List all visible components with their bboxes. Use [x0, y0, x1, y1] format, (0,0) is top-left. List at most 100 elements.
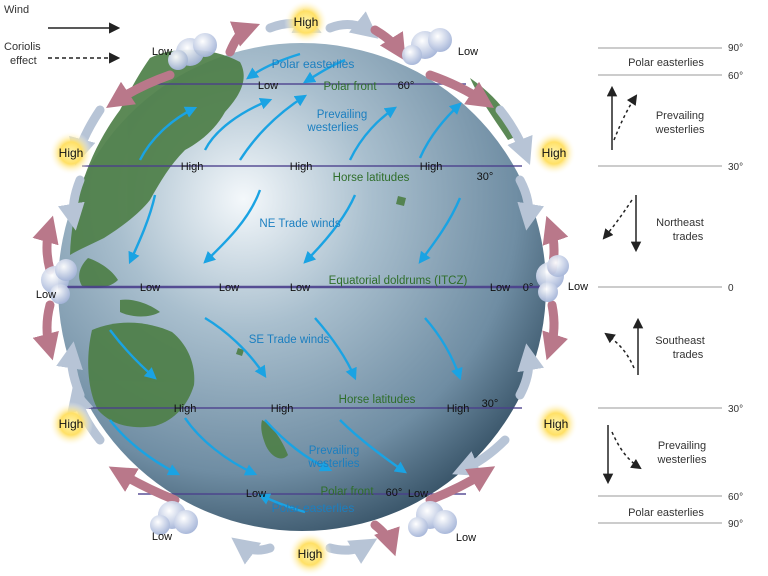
- sinking-air-arrow: [325, 11, 379, 39]
- sinking-air-arrow: [515, 343, 544, 400]
- low-label: Low: [152, 46, 172, 58]
- scale-tick-label: 60°: [728, 492, 743, 503]
- globe: Polar easterlies Polar front Prevailing …: [58, 43, 546, 531]
- high-pressure-sun: High: [532, 131, 576, 175]
- se-trade-arrow: [424, 317, 463, 381]
- sinking-air-arrow: [325, 538, 378, 564]
- polar-easterly-arrow: [257, 493, 306, 514]
- polar-front-north-label: Polar front: [323, 81, 377, 93]
- zone-label: Polar easterlies: [628, 507, 704, 519]
- low-label: Low: [490, 282, 510, 294]
- itcz-label: Equatorial doldrums (ITCZ): [329, 275, 468, 287]
- westerly-arrow: [339, 419, 407, 474]
- high-label: High: [271, 403, 294, 415]
- latitude-scale: 90° 60° 30° 0 30° 60° 90° Polar easterli…: [598, 43, 743, 530]
- low-pressure-cloud: Low: [152, 33, 217, 70]
- ne-trade-arrow: [128, 194, 157, 265]
- westerly-arrow: [348, 106, 397, 161]
- low-pressure-cloud: Low: [150, 501, 198, 543]
- zone-label: trades: [673, 349, 704, 361]
- asia-landmass: [70, 49, 244, 255]
- polar-easterlies-south-label: Polar easterlies: [272, 501, 355, 515]
- high-label: High: [420, 161, 443, 173]
- ne-trade-arrow: [303, 194, 357, 264]
- zone-label: westerlies: [657, 454, 707, 466]
- rising-air-arrow: [106, 70, 175, 108]
- zone-label: Prevailing: [656, 110, 704, 122]
- zone-label: Prevailing: [658, 440, 706, 452]
- coriolis-arrow: [611, 431, 642, 470]
- low-label: Low: [152, 531, 172, 543]
- low-pressure-cloud: Low: [536, 255, 588, 302]
- zone-label: trades: [673, 231, 704, 243]
- high-pressure-sun: High: [288, 532, 332, 576]
- legend: Wind Coriolis effect: [4, 4, 121, 67]
- low-label: Low: [456, 532, 476, 544]
- high-label: High: [59, 146, 84, 160]
- japan-island: [196, 92, 220, 138]
- rising-air-arrow: [425, 466, 496, 505]
- high-pressure-sun: High: [49, 131, 93, 175]
- legend-coriolis-label: Coriolis: [4, 41, 41, 53]
- se-trade-arrow: [204, 316, 267, 379]
- high-pressure-markers: High High High High High High: [49, 0, 578, 576]
- low-pressure-cloud: Low: [402, 28, 478, 65]
- low-label: Low: [458, 46, 478, 58]
- horse-latitudes-north-label: Horse latitudes: [333, 172, 410, 184]
- latitude-60-south-label: 60°: [386, 487, 403, 499]
- high-label: High: [447, 403, 470, 415]
- low-label: Low: [140, 282, 160, 294]
- prevailing-westerlies-south-label-2: westerlies: [307, 458, 359, 470]
- polar-front-south-label: Polar front: [320, 486, 374, 498]
- scale-tick-label: 30°: [728, 404, 743, 415]
- legend-coriolis-label-2: effect: [10, 55, 37, 67]
- westerly-arrow: [109, 419, 181, 476]
- prevailing-westerlies-north-label-2: westerlies: [306, 122, 358, 134]
- rising-air-arrow: [370, 520, 400, 557]
- coriolis-arrow: [613, 94, 638, 141]
- rising-air-arrow: [425, 70, 494, 108]
- scale-tick-label: 90°: [728, 519, 743, 530]
- se-trade-arrow: [314, 317, 357, 381]
- westerly-arrow: [238, 94, 308, 161]
- sinking-air-arrow: [231, 537, 275, 565]
- sinking-air-arrow: [56, 341, 85, 400]
- scale-tick-label: 0: [728, 283, 734, 294]
- low-label: Low: [258, 80, 278, 92]
- southeast-asia-islands: [79, 258, 160, 317]
- high-pressure-sun: High: [284, 0, 328, 44]
- high-pressure-sun: High: [49, 402, 93, 446]
- pressure-lines: [58, 83, 546, 495]
- scale-arrows: [602, 85, 644, 485]
- rising-air-arrow: [542, 300, 568, 361]
- westerly-arrow: [203, 97, 273, 151]
- se-trade-arrow: [109, 329, 157, 380]
- low-label: Low: [408, 488, 428, 500]
- coriolis-arrow: [604, 332, 635, 369]
- high-label: High: [544, 417, 569, 431]
- scale-tick-label: 60°: [728, 71, 743, 82]
- sinking-air-arrow: [515, 175, 544, 231]
- low-label: Low: [290, 282, 310, 294]
- australia-landmass: [88, 322, 195, 428]
- rising-air-arrow: [225, 21, 261, 57]
- zone-label: Polar easterlies: [628, 57, 704, 69]
- scale-tick-label: 90°: [728, 43, 743, 54]
- coriolis-arrow: [602, 199, 633, 240]
- ne-trade-arrow: [418, 197, 462, 264]
- zone-label: westerlies: [655, 124, 705, 136]
- new-zealand-island: [261, 420, 288, 459]
- landmasses: [70, 49, 520, 459]
- sinking-air-arrow: [58, 175, 85, 231]
- latitude-60-north-label: 60°: [398, 80, 415, 92]
- polar-easterly-arrow: [246, 52, 301, 80]
- scale-lines: [598, 47, 722, 524]
- high-label: High: [298, 547, 323, 561]
- low-label: Low: [246, 488, 266, 500]
- latitude-30-south-label: 30°: [482, 398, 499, 410]
- zone-label: Southeast: [655, 335, 705, 347]
- high-pressure-sun: High: [534, 402, 578, 446]
- polar-easterlies-north-label: Polar easterlies: [272, 57, 355, 71]
- horse-latitudes-south-label: Horse latitudes: [339, 394, 416, 406]
- high-label: High: [294, 15, 319, 29]
